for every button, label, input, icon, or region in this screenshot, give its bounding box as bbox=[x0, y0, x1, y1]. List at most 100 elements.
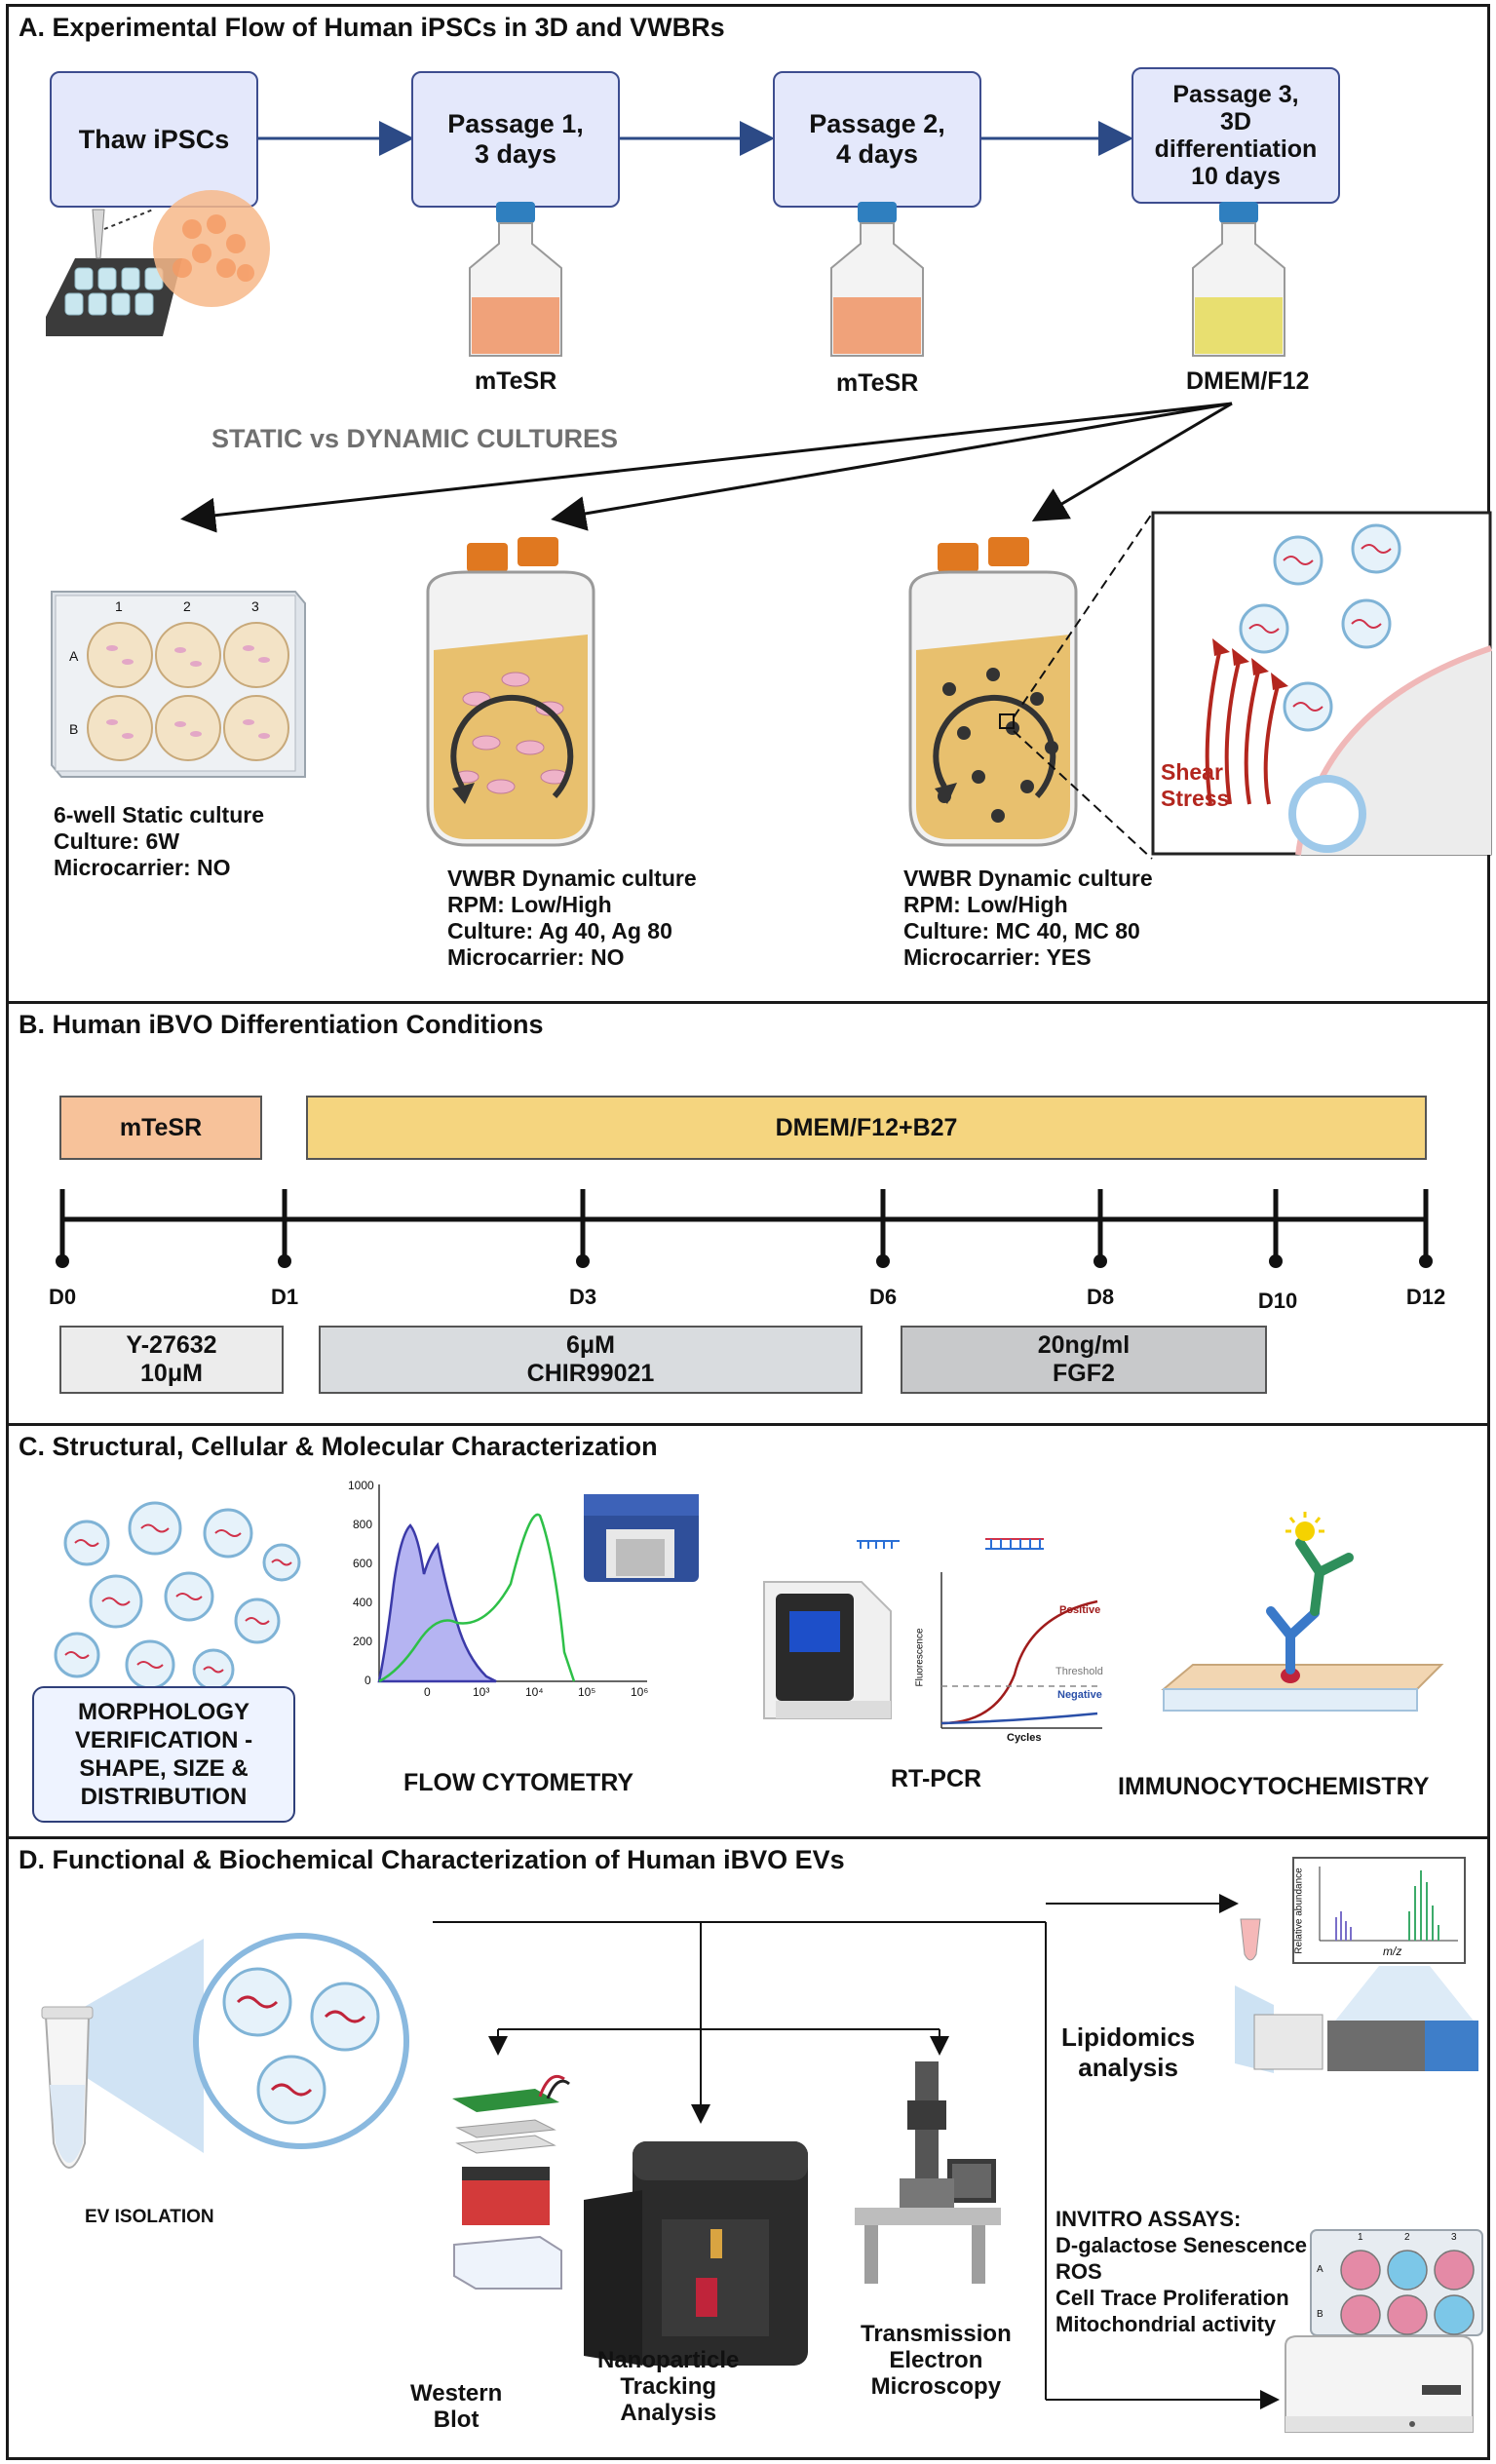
flow-ytick-200: 200 bbox=[353, 1635, 373, 1648]
culture-vwbr-mc-line-1: RPM: Low/High bbox=[903, 892, 1068, 917]
culture-vwbr-line-2: Culture: Ag 40, Ag 80 bbox=[447, 918, 672, 943]
pcr-xaxis-label: Cycles bbox=[1007, 1732, 1042, 1744]
step-passage-2: Passage 2, 4 days bbox=[773, 71, 981, 208]
flask-passage-1-icon bbox=[469, 202, 562, 357]
flow-xtick-0: 0 bbox=[424, 1685, 431, 1699]
western-blot-label: Western Blot bbox=[410, 2380, 503, 2433]
assay-item-4: Mitochondrial activity bbox=[1055, 2312, 1277, 2336]
six-well-plate-icon bbox=[51, 591, 306, 778]
factor-y27632: Y-27632 10μM bbox=[59, 1326, 284, 1394]
panel-d-connectors bbox=[433, 1894, 1280, 2409]
day-label-d3: D3 bbox=[568, 1285, 597, 1309]
pcr-dna-icons bbox=[857, 1538, 1044, 1550]
immunocytochemistry-icon bbox=[1161, 1512, 1444, 1712]
flow-xtick-4: 10⁴ bbox=[525, 1685, 544, 1699]
step-thaw-ipscs: Thaw iPSCs bbox=[50, 71, 258, 208]
ev-cluster-icon bbox=[54, 1501, 301, 1691]
media-label-2: mTeSR bbox=[836, 369, 919, 397]
step-passage-1: Passage 1, 3 days bbox=[411, 71, 620, 208]
plate-col-3: 3 bbox=[251, 598, 259, 614]
flow-cytometer-icon bbox=[584, 1494, 699, 1582]
vwbr-bioreactor-icon bbox=[426, 537, 595, 847]
culture-vwbr-line-3: Microcarrier: NO bbox=[447, 944, 625, 970]
western-blot-icon bbox=[452, 2074, 570, 2290]
tem-label: Transmission Electron Microscopy bbox=[861, 2321, 1012, 2400]
factor-fgf2: 20ng/ml FGF2 bbox=[901, 1326, 1267, 1394]
assay-item-1: D-galactose Senescence bbox=[1055, 2233, 1308, 2257]
rt-pcr-label: RT-PCR bbox=[891, 1765, 982, 1792]
panel-a: A. Experimental Flow of Human iPSCs in 3… bbox=[6, 4, 1492, 1004]
factor-chir99021: 6μM CHIR99021 bbox=[319, 1326, 863, 1394]
flow-ytick-400: 400 bbox=[353, 1596, 373, 1609]
ev-isolation-label: EV ISOLATION bbox=[85, 2207, 214, 2227]
lipidomics-spectrum bbox=[1292, 1857, 1466, 1964]
lipidomics-ms-instrument bbox=[1235, 1918, 1478, 2073]
culture-vwbr-mc-line-3: Microcarrier: YES bbox=[903, 944, 1092, 970]
panel-d: D. Functional & Biochemical Characteriza… bbox=[6, 1836, 1490, 2460]
flask-passage-2-icon bbox=[830, 202, 924, 357]
day-label-d10: D10 bbox=[1257, 1289, 1298, 1313]
media-bar-mtesr: mTeSR bbox=[59, 1096, 262, 1160]
day-label-d6: D6 bbox=[868, 1285, 898, 1309]
flow-xtick-3: 10³ bbox=[473, 1685, 490, 1699]
zoom-lines bbox=[1013, 513, 1153, 860]
lipidomics-label: Lipidomics analysis bbox=[1061, 2022, 1196, 2082]
pcr-threshold-label: Threshold bbox=[1055, 1666, 1103, 1677]
nta-label: Nanoparticle Tracking Analysis bbox=[597, 2347, 740, 2426]
flow-cytometry-label: FLOW CYTOMETRY bbox=[403, 1769, 634, 1796]
ev-isolation-icon bbox=[41, 1933, 409, 2169]
shear-stress-inset bbox=[1151, 511, 1492, 856]
culture-vwbr-mc-line-2: Culture: MC 40, MC 80 bbox=[903, 918, 1140, 943]
nta-instrument-icon bbox=[584, 2141, 808, 2366]
plate-col-1: 1 bbox=[115, 598, 123, 614]
flow-xtick-5: 10⁵ bbox=[578, 1685, 596, 1699]
flow-ytick-1000: 1000 bbox=[348, 1479, 374, 1492]
panel-c-title: C. Structural, Cellular & Molecular Char… bbox=[19, 1432, 658, 1461]
culture-vwbr-line-1: RPM: Low/High bbox=[447, 892, 612, 917]
day-label-d8: D8 bbox=[1086, 1285, 1115, 1309]
culture-vwbr-name: VWBR Dynamic culture bbox=[447, 866, 697, 891]
plate-row-b: B bbox=[69, 721, 79, 737]
day-label-d0: D0 bbox=[48, 1285, 77, 1309]
day-label-d1: D1 bbox=[270, 1285, 299, 1309]
flow-cytometry-histogram bbox=[377, 1484, 647, 1683]
tem-instrument-icon bbox=[855, 2061, 1001, 2284]
plate-reader-icon bbox=[1285, 2335, 1474, 2433]
pcr-amplification-plot bbox=[940, 1572, 1102, 1729]
flow-arrows bbox=[180, 121, 1233, 533]
rt-pcr-machine-icon bbox=[763, 1581, 892, 1719]
static-vs-dynamic-label: STATIC vs DYNAMIC CULTURES bbox=[211, 424, 619, 453]
flow-ytick-0: 0 bbox=[364, 1674, 371, 1687]
culture-static-name: 6-well Static culture bbox=[54, 802, 265, 828]
timeline-axis bbox=[56, 1189, 1433, 1268]
vwbr-microcarrier-bioreactor-icon bbox=[908, 537, 1078, 847]
pcr-yaxis-label: Fluorescence bbox=[914, 1628, 926, 1687]
immunocytochemistry-label: IMMUNOCYTOCHEMISTRY bbox=[1118, 1773, 1430, 1800]
media-label-3: DMEM/F12 bbox=[1186, 367, 1310, 395]
assay-item-2: ROS bbox=[1055, 2259, 1102, 2284]
assay-item-3: Cell Trace Proliferation bbox=[1055, 2286, 1289, 2310]
panel-b: B. Human iBVO Differentiation Conditions… bbox=[6, 1001, 1490, 1426]
panel-d-title: D. Functional & Biochemical Characteriza… bbox=[19, 1845, 845, 1874]
spectrum-xaxis-label: m/z bbox=[1383, 1944, 1402, 1958]
flow-ytick-800: 800 bbox=[353, 1518, 373, 1531]
flow-xtick-6: 10⁶ bbox=[631, 1685, 649, 1699]
morphology-verification-box: MORPHOLOGY VERIFICATION - SHAPE, SIZE & … bbox=[32, 1686, 295, 1823]
pcr-positive-label: Positive bbox=[1059, 1604, 1101, 1616]
assays-title: INVITRO ASSAYS: bbox=[1055, 2207, 1242, 2231]
assay-plate-row-a: A bbox=[1317, 2264, 1323, 2275]
day-label-d12: D12 bbox=[1405, 1285, 1446, 1309]
flask-passage-3-icon bbox=[1192, 202, 1285, 357]
plate-row-a: A bbox=[69, 648, 79, 664]
assay-plate-col-3: 3 bbox=[1451, 2232, 1457, 2243]
panel-c: C. Structural, Cellular & Molecular Char… bbox=[6, 1423, 1490, 1839]
culture-static-line-1: Culture: 6W bbox=[54, 828, 180, 854]
shear-stress-label: Shear Stress bbox=[1161, 759, 1230, 811]
pcr-negative-label: Negative bbox=[1057, 1689, 1102, 1701]
panel-b-title: B. Human iBVO Differentiation Conditions bbox=[19, 1010, 544, 1039]
culture-vwbr-mc-name: VWBR Dynamic culture bbox=[903, 866, 1153, 891]
panel-a-title: A. Experimental Flow of Human iPSCs in 3… bbox=[19, 13, 725, 42]
assay-plate-row-b: B bbox=[1317, 2309, 1323, 2320]
media-label-1: mTeSR bbox=[475, 367, 557, 395]
assay-plate-col-2: 2 bbox=[1404, 2232, 1410, 2243]
